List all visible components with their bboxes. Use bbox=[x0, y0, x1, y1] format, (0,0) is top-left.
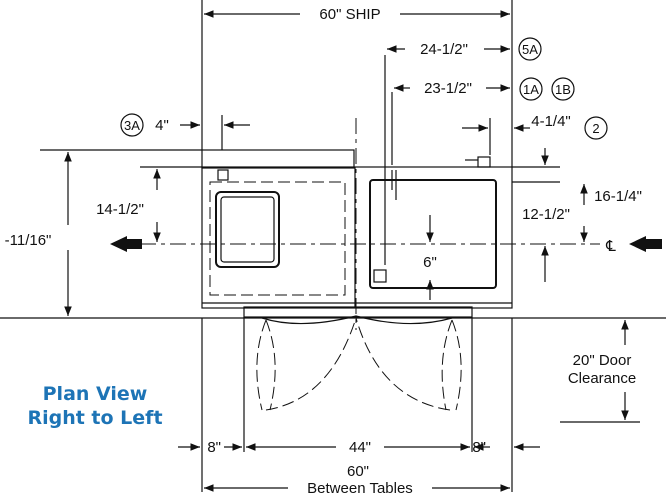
svg-text:1B: 1B bbox=[555, 82, 571, 97]
title-line-2: Right to Left bbox=[27, 407, 162, 429]
label-door-1: 20" Door bbox=[573, 352, 632, 369]
left-plate bbox=[215, 191, 280, 268]
callout-2: 2 bbox=[584, 116, 608, 140]
label-ship-width: 60" SHIP bbox=[319, 6, 380, 23]
label-4: 4" bbox=[155, 117, 169, 134]
svg-text:2: 2 bbox=[592, 121, 599, 136]
unit-outline bbox=[0, 149, 666, 319]
label-16-25: 16-1/4" bbox=[594, 188, 642, 205]
label-23-5: 23-1/2" bbox=[424, 80, 472, 97]
label-24-5: 24-1/2" bbox=[420, 41, 468, 58]
label-between-1: 60" bbox=[347, 463, 369, 480]
extension-lines bbox=[40, 0, 560, 492]
label-11-16: -11/16" bbox=[5, 232, 52, 249]
svg-text:5A: 5A bbox=[522, 42, 538, 57]
callout-5a: 5A bbox=[518, 37, 542, 61]
label-8-right: 8" bbox=[472, 439, 486, 456]
callout-3a: 3A bbox=[120, 113, 144, 137]
label-door-2: Clearance bbox=[568, 370, 636, 387]
label-12-5: 12-1/2" bbox=[522, 206, 570, 223]
label-14-5: 14-1/2" bbox=[96, 201, 144, 218]
title-line-1: Plan View bbox=[43, 383, 148, 405]
callout-1a: 1A bbox=[519, 77, 543, 101]
right-direction-arrow-icon bbox=[629, 236, 662, 252]
left-compartment-hidden bbox=[209, 181, 346, 296]
callout-1b: 1B bbox=[551, 77, 575, 101]
door-swings bbox=[256, 315, 462, 411]
label-between-2: Between Tables bbox=[307, 480, 413, 497]
label-6: 6" bbox=[423, 254, 437, 271]
label-44: 44" bbox=[349, 439, 371, 456]
left-small-fitting bbox=[217, 169, 229, 181]
top-right-fitting bbox=[465, 156, 491, 168]
centerline-symbol: ℄ bbox=[605, 238, 616, 255]
svg-text:1A: 1A bbox=[523, 82, 539, 97]
label-4-25: 4-1/4" bbox=[531, 113, 571, 130]
left-direction-arrow-icon bbox=[110, 236, 142, 252]
label-8-left: 8" bbox=[207, 439, 221, 456]
svg-text:3A: 3A bbox=[124, 118, 140, 133]
